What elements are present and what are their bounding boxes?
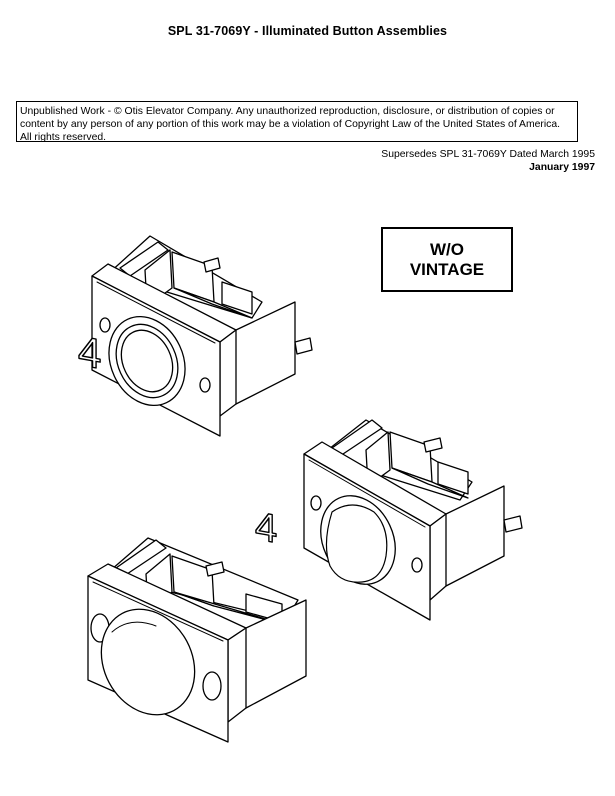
- square-button-face: [320, 495, 396, 585]
- button-assembly-square-4: 4: [254, 419, 523, 621]
- revision-date: January 1997: [529, 162, 595, 173]
- page-title: SPL 31-7069Y - Illuminated Button Assemb…: [167, 24, 448, 38]
- vintage-label-line1: W/O: [430, 239, 464, 259]
- vintage-label-box: W/O VINTAGE: [381, 227, 513, 292]
- round-button-face: [108, 315, 186, 407]
- button-numeral-1: 4: [78, 327, 101, 378]
- revision-info: Supersedes SPL 31-7069Y Dated March 1995…: [381, 148, 595, 174]
- vintage-label-line2: VINTAGE: [409, 259, 485, 279]
- button-assembly-blank: [87, 537, 307, 743]
- button-numeral-2: 4: [255, 503, 277, 552]
- copyright-notice: Unpublished Work - © Otis Elevator Compa…: [16, 101, 578, 143]
- button-assembly-round-4: 4: [77, 235, 313, 437]
- supersedes-text: Supersedes SPL 31-7069Y Dated March 1995: [381, 149, 595, 160]
- blank-button-face: [100, 608, 196, 716]
